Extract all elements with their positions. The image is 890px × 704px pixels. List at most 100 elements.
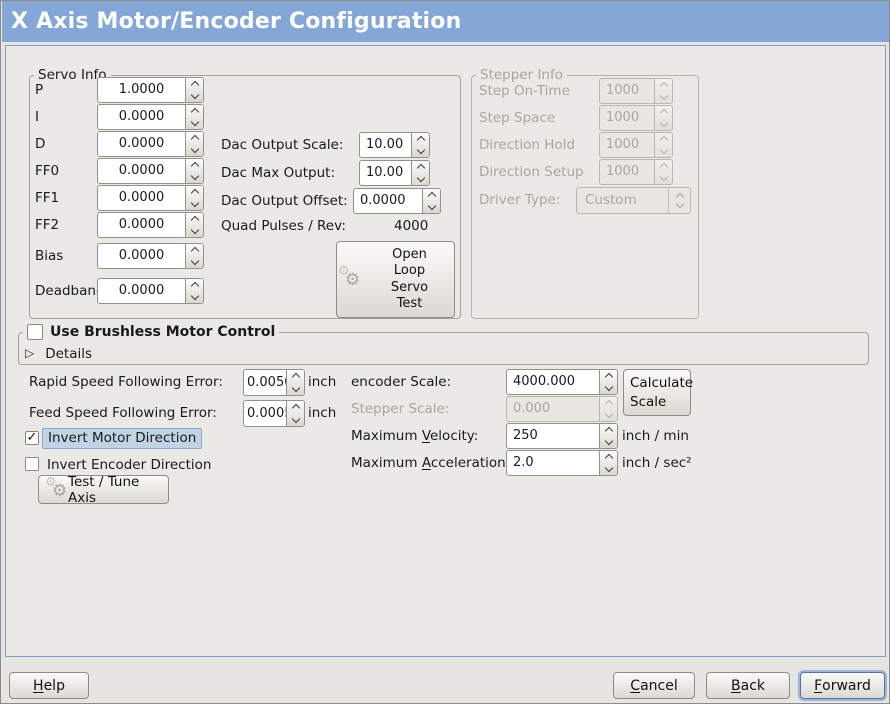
spin-up-button[interactable] [600,370,617,382]
step-on-time-spinbox: 1000 [599,78,673,104]
spin-up-button[interactable] [287,401,304,414]
spin-value[interactable]: 250 [513,428,538,443]
ff0-spinbox[interactable]: 0.0000 [97,158,204,184]
deadband-spinbox[interactable]: 0.0000 [97,278,204,304]
bias-spinbox[interactable]: 0.0000 [97,243,204,269]
spin-value[interactable]: 0.0000 [118,136,165,151]
spin-value: 1000 [606,164,640,179]
spin-up-button [655,79,672,91]
driver-type-label: Driver Type: [479,192,561,208]
spin-value[interactable]: 0.0000 [360,193,406,208]
invert-motor-checkbox[interactable]: ✓ [25,430,39,445]
quad-pulses-value: 4000 [394,218,429,234]
spin-up-button [600,397,617,409]
dac-output-scale-spinbox[interactable]: 10.00 [359,132,430,158]
spin-up-button[interactable] [287,370,304,383]
p-spinbox[interactable]: 1.0000 [97,77,204,103]
max-velocity-unit: inch / min [622,428,689,444]
dac-output-offset-label: Dac Output Offset: [221,193,348,209]
spin-down-button[interactable] [600,436,617,448]
deadband-label: Deadband [35,283,105,299]
spin-up-button[interactable] [186,279,203,291]
rapid-following-error-spinbox[interactable]: 0.0050 [243,369,305,396]
spin-down-button[interactable] [186,256,203,268]
d-spinbox[interactable]: 0.0000 [97,131,204,157]
spin-value[interactable]: 0.0050 [247,375,286,390]
direction-setup-spinbox: 1000 [599,159,673,185]
spin-value[interactable]: 0.0000 [118,109,165,124]
spin-up-button[interactable] [412,133,429,145]
spin-down-button[interactable] [287,383,304,396]
driver-type-combobox: Custom [576,187,691,214]
i-spinbox[interactable]: 0.0000 [97,104,204,130]
spin-value[interactable]: 0.0000 [118,217,165,232]
spin-down-button[interactable] [186,171,203,183]
spin-down-button [600,409,617,421]
encoder-scale-spinbox[interactable]: 4000.000 [506,369,618,395]
spin-down-button[interactable] [186,198,203,210]
open-loop-servo-test-button[interactable]: ⚙⚙ Open Loop Servo Test [336,241,455,318]
ff2-spinbox[interactable]: 0.0000 [97,212,204,238]
invert-encoder-checkbox[interactable] [25,457,39,471]
spin-down-button[interactable] [186,144,203,156]
invert-encoder-label[interactable]: Invert Encoder Direction [47,457,212,473]
stepper-info-frame-title: Stepper Info [476,67,568,83]
spin-down-button [655,172,672,184]
max-acceleration-spinbox[interactable]: 2.0 [506,450,618,476]
spin-up-button [655,160,672,172]
spin-up-button[interactable] [186,186,203,198]
max-velocity-label: Maximum Velocity: [351,428,479,444]
spin-value[interactable]: 0.0000 [118,190,165,205]
spin-value[interactable]: 0.0005 [247,406,286,421]
spin-down-button[interactable] [600,463,617,475]
expander-triangle-icon[interactable]: ▷ [25,346,35,360]
dac-output-offset-spinbox[interactable]: 0.0000 [353,188,441,214]
i-label: I [35,109,39,125]
gears-icon: ⚙⚙ [338,263,361,290]
spin-up-button[interactable] [186,159,203,171]
spin-down-button[interactable] [186,90,203,102]
spin-up-button[interactable] [186,244,203,256]
feed-following-error-spinbox[interactable]: 0.0005 [243,400,305,427]
spin-value[interactable]: 0.0000 [118,163,165,178]
spin-up-button[interactable] [186,78,203,90]
spin-up-button[interactable] [600,451,617,463]
spin-up-button[interactable] [600,424,617,436]
spin-value[interactable]: 10.00 [366,165,404,180]
spin-down-button[interactable] [186,291,203,303]
spin-down-button[interactable] [423,201,440,213]
dac-max-output-spinbox[interactable]: 10.00 [359,160,430,186]
use-brushless-checkbox[interactable] [27,324,43,340]
spin-value[interactable]: 1.0000 [118,82,165,97]
spin-down-button[interactable] [186,117,203,129]
ff0-label: FF0 [35,163,60,179]
spin-up-button[interactable] [186,132,203,144]
ff2-label: FF2 [35,217,60,233]
spin-up-button[interactable] [423,189,440,201]
direction-hold-label: Direction Hold [479,137,576,153]
invert-motor-label[interactable]: Invert Motor Direction [42,428,203,449]
spin-up-button[interactable] [186,213,203,225]
spin-down-button[interactable] [600,382,617,394]
spin-down-button[interactable] [412,173,429,185]
spin-down-button[interactable] [412,145,429,157]
ff1-spinbox[interactable]: 0.0000 [97,185,204,211]
max-velocity-spinbox[interactable]: 250 [506,423,618,449]
spin-value[interactable]: 4000.000 [513,374,576,389]
calculate-scale-button[interactable]: Calculate Scale [623,369,693,416]
spin-up-button[interactable] [412,161,429,173]
spin-value[interactable]: 10.00 [366,137,404,152]
d-label: D [35,136,46,152]
spin-value[interactable]: 0.0000 [118,248,165,263]
test-tune-axis-button[interactable]: ⚙⚙ Test / Tune Axis [38,474,169,506]
spin-value[interactable]: 2.0 [513,455,534,470]
spin-value[interactable]: 0.0000 [118,283,165,298]
details-expander[interactable]: ▷ Details [25,345,92,362]
spin-down-button[interactable] [287,414,304,427]
spin-down-button[interactable] [186,225,203,237]
spin-up-button[interactable] [186,105,203,117]
